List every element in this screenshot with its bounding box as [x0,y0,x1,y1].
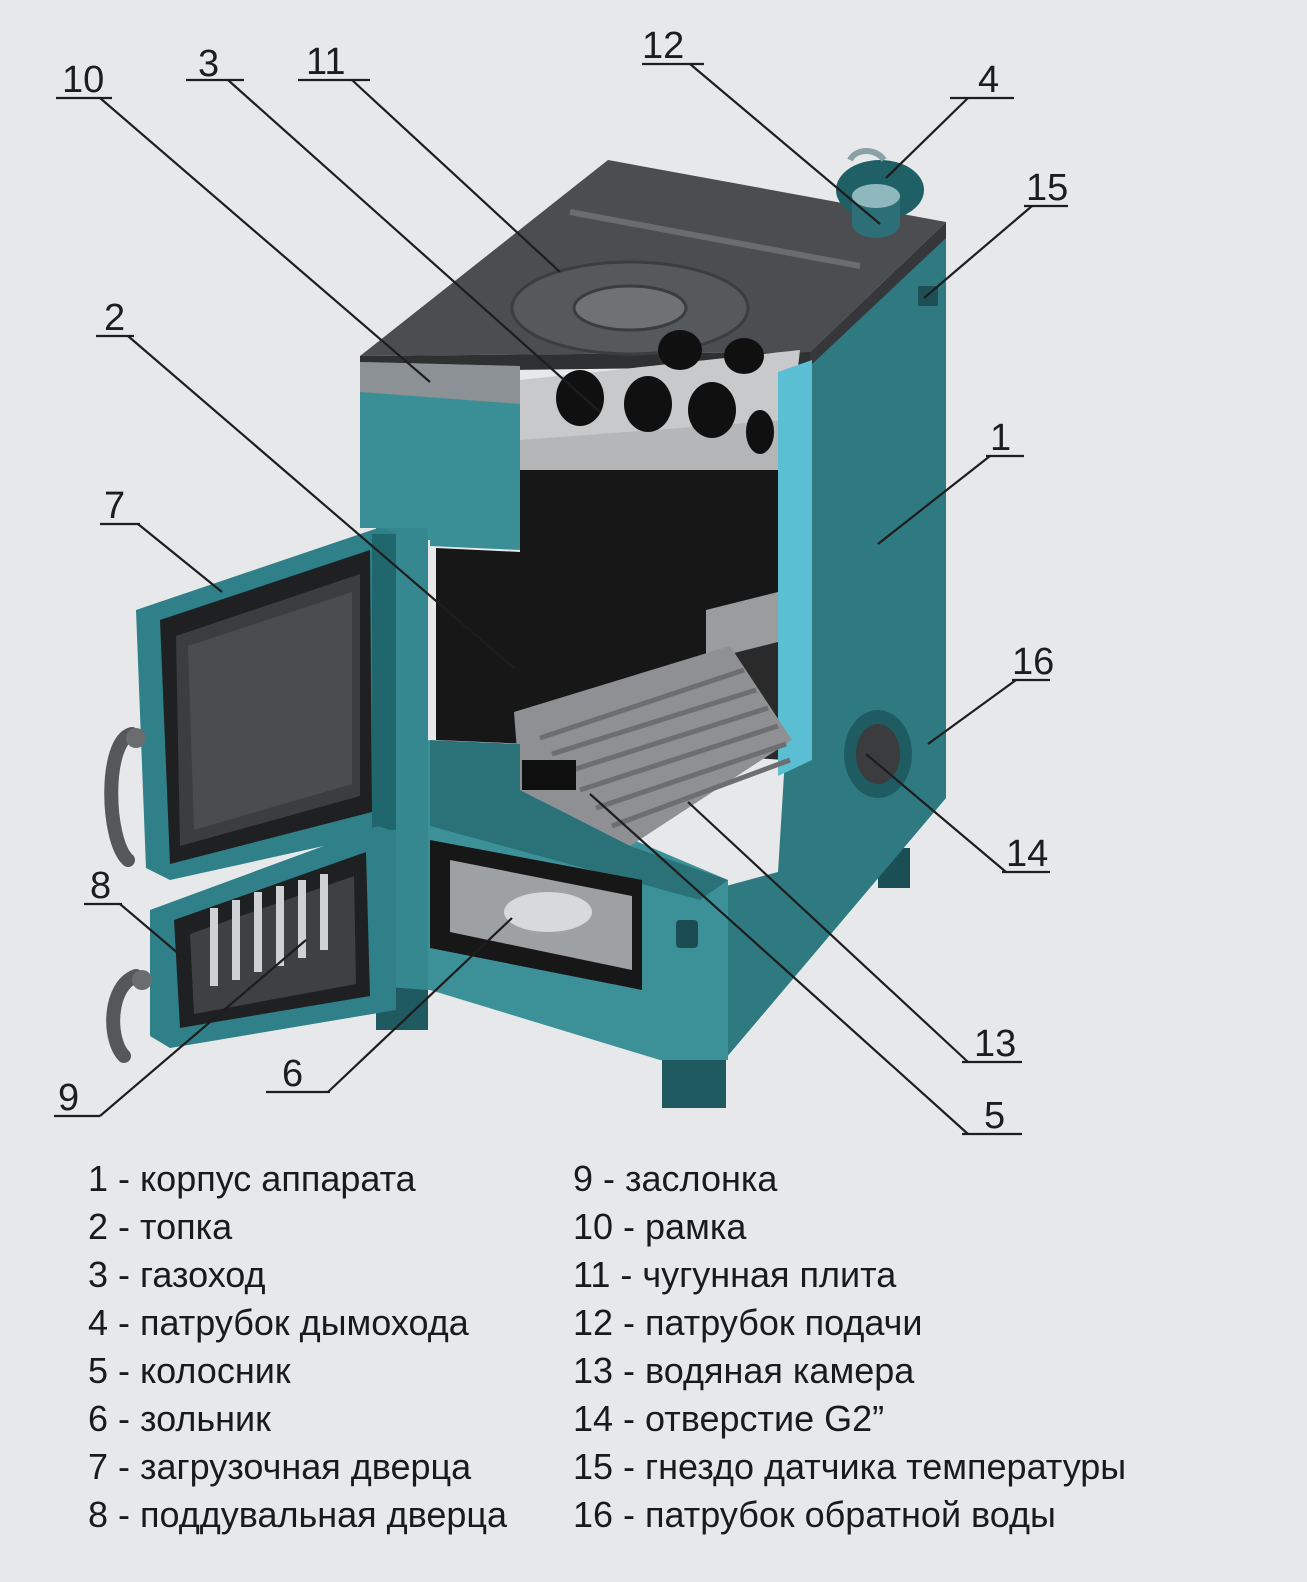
legend-item: 12 - патрубок подачи [573,1302,923,1343]
callout-10: 10 [62,59,104,101]
legend-item: 9 - заслонка [573,1158,778,1199]
grate [514,646,792,846]
callout-5: 5 [984,1095,1005,1137]
legend-item: 11 - чугунная плита [573,1254,897,1295]
leader-lines [54,62,1068,1136]
cast-iron-plate [360,160,946,372]
callout-7: 7 [104,485,125,527]
legend-item: 10 - рамка [573,1206,747,1247]
callout-12: 12 [642,25,684,67]
g2-opening [844,710,912,798]
legend-item: 6 - зольник [88,1398,271,1439]
callout-2: 2 [104,297,125,339]
callout-11: 11 [306,41,345,83]
legend-item: 13 - водяная камера [573,1350,915,1391]
callout-labels: 10 3 11 12 4 15 2 1 7 16 14 8 9 6 13 5 [58,25,1068,1137]
callout-6: 6 [282,1053,303,1095]
legend-item: 8 - поддувальная дверца [88,1494,508,1535]
legend-item: 16 - патрубок обратной воды [573,1494,1056,1535]
blower-door [106,826,396,1063]
loading-door [104,528,396,880]
legend-item: 14 - отверстие G2” [573,1398,885,1439]
gas-duct [520,330,800,470]
legend-left-column: 1 - корпус аппарата 2 - топка 3 - газохо… [88,1155,507,1539]
legend-item: 5 - колосник [88,1350,291,1391]
ash-pan [430,840,642,990]
legend-item: 15 - гнездо датчика температуры [573,1446,1127,1487]
callout-16: 16 [1012,641,1054,683]
callout-9: 9 [58,1077,79,1119]
boiler-illustration [104,148,946,1108]
callout-14: 14 [1006,833,1048,875]
insulation [778,360,812,776]
legend-item: 7 - загрузочная дверца [88,1446,472,1487]
legend-item: 4 - патрубок дымохода [88,1302,469,1343]
damper-slots [210,874,328,986]
callout-15: 15 [1026,167,1068,209]
legend-item: 1 - корпус аппарата [88,1158,416,1199]
callout-13: 13 [974,1023,1016,1065]
callout-1: 1 [990,417,1011,459]
legend-item: 3 - газоход [88,1254,266,1295]
legend-item: 2 - топка [88,1206,233,1247]
boiler-side-panel [726,232,946,1058]
callout-3: 3 [198,43,219,85]
callout-4: 4 [978,59,999,101]
legend-right-column: 9 - заслонка 10 - рамка 11 - чугунная пл… [573,1155,1126,1539]
frame-block [360,362,520,550]
callout-8: 8 [90,865,111,907]
